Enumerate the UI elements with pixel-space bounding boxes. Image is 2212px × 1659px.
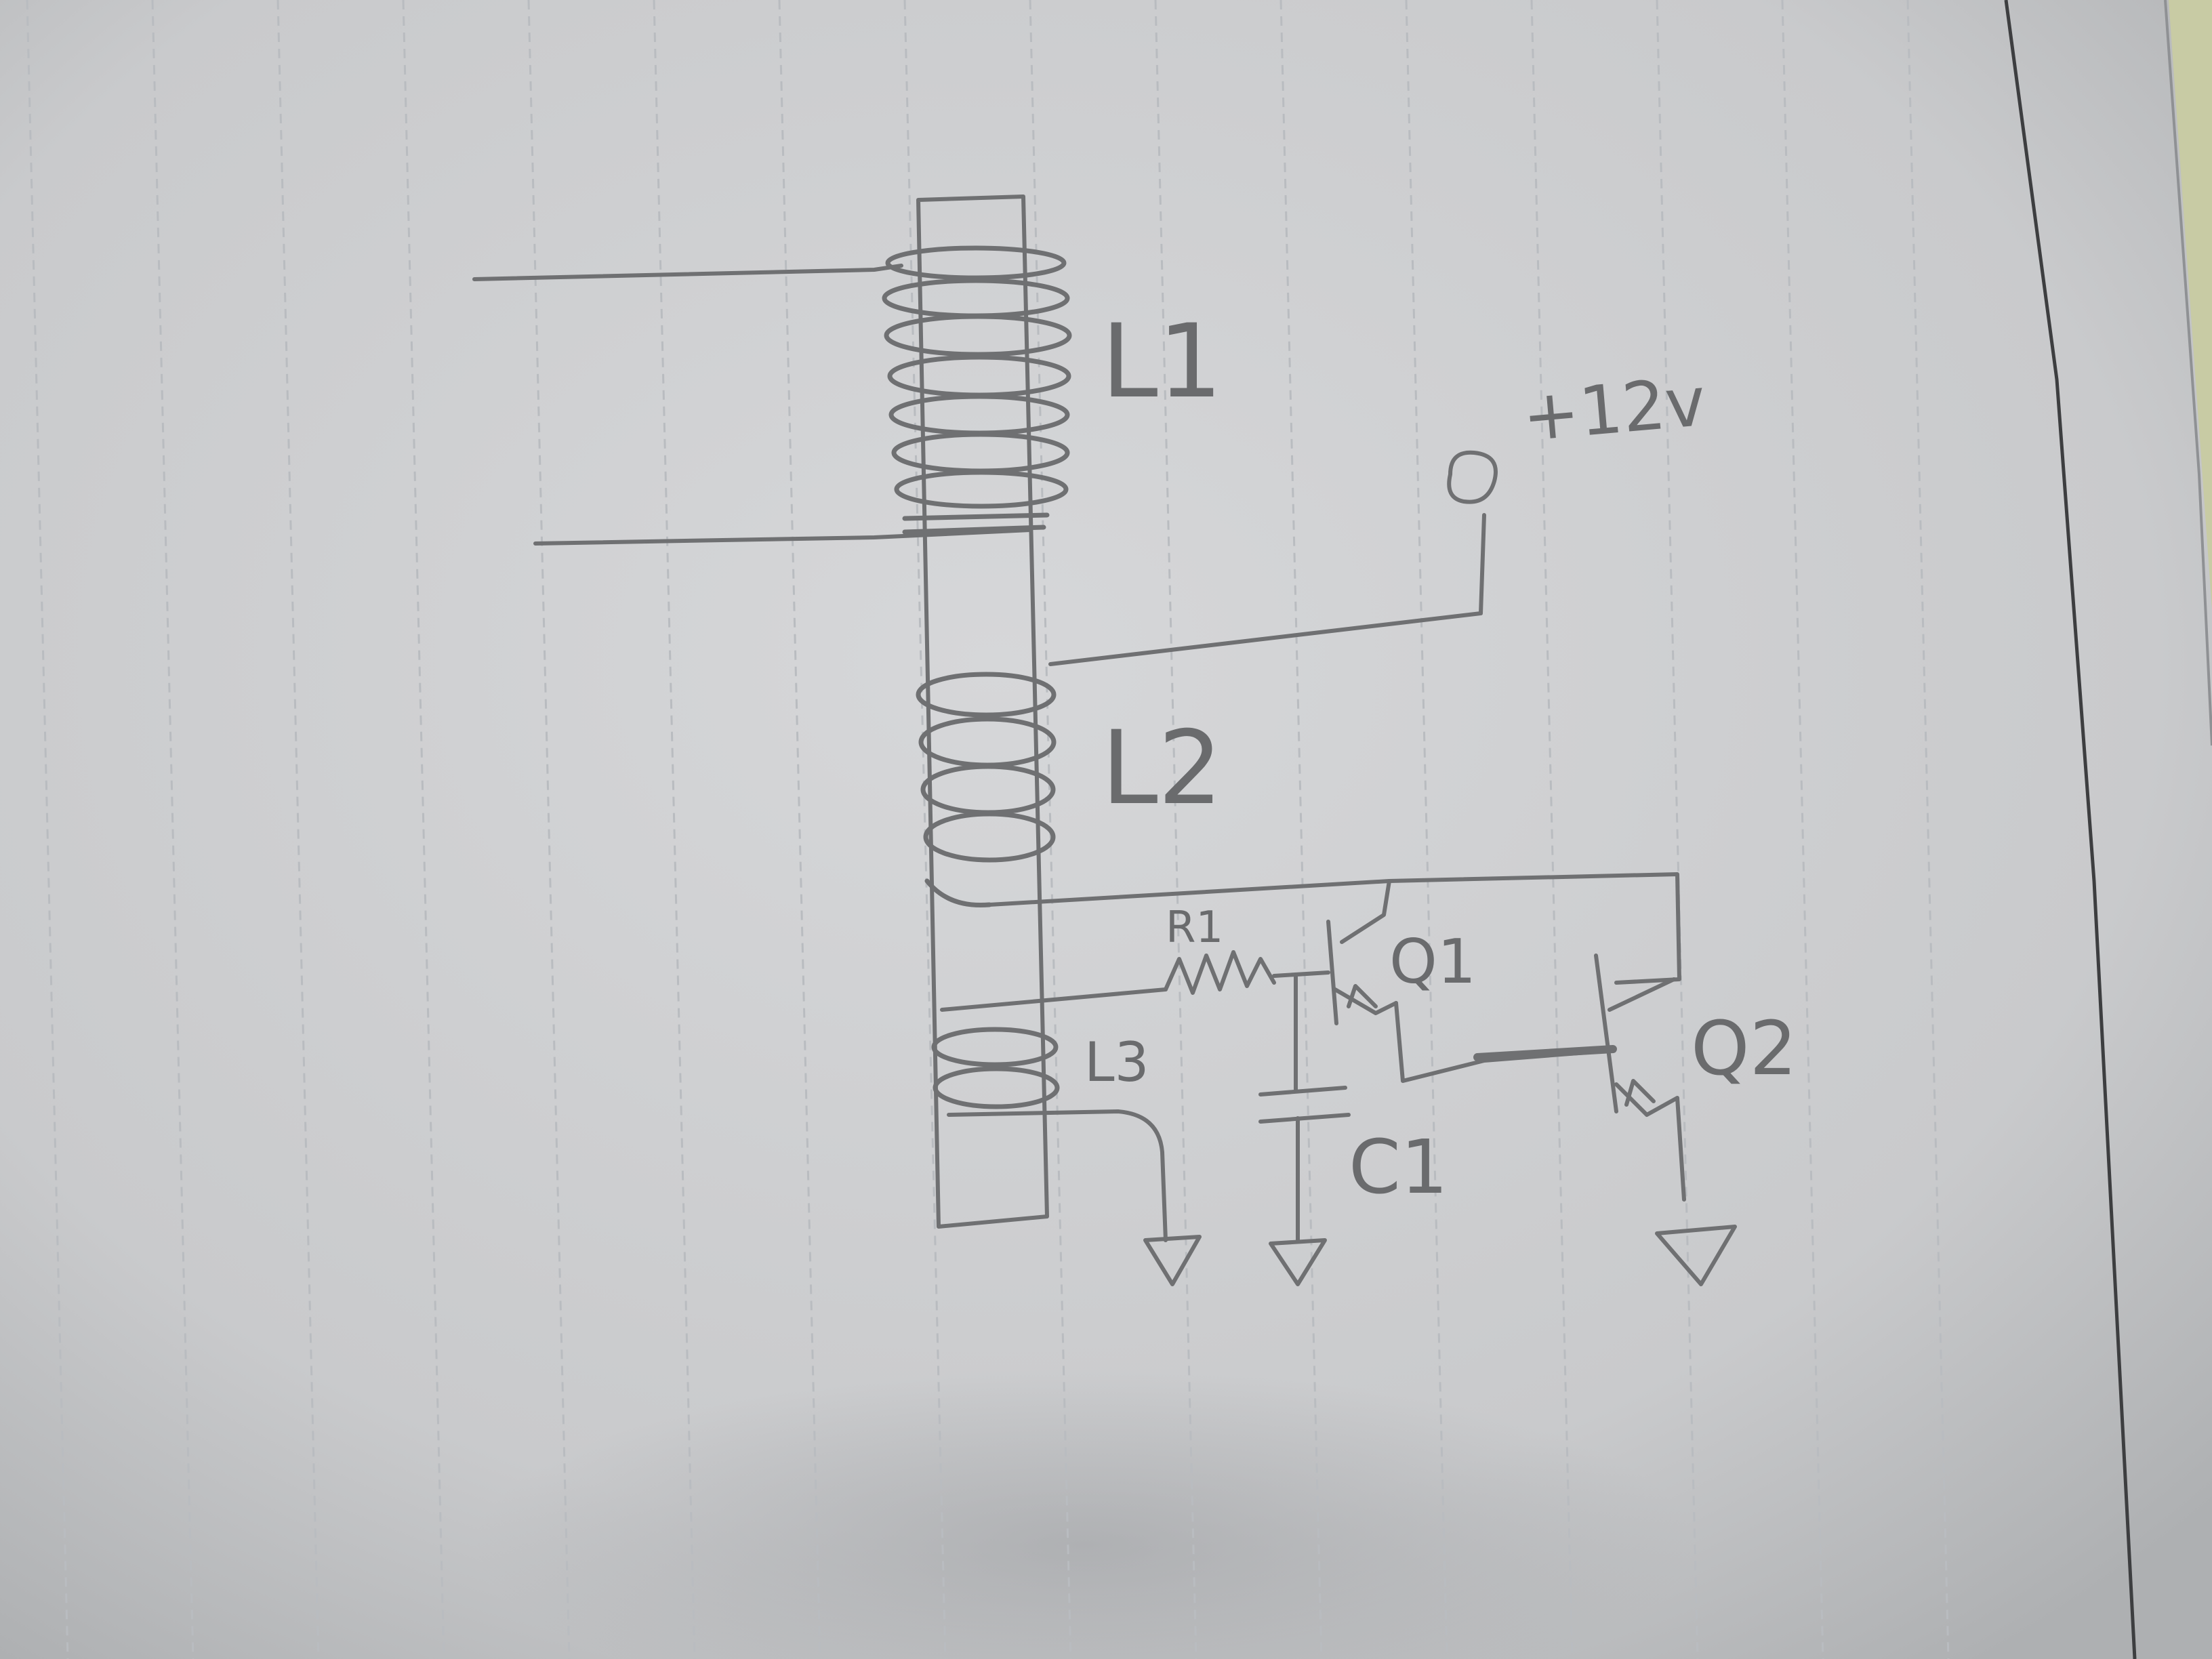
collector-bus xyxy=(987,872,1681,985)
ground-q2 xyxy=(1655,1225,1737,1286)
q1-collector-wire xyxy=(1340,879,1391,944)
rule-line xyxy=(1405,0,1448,1659)
wire-to-supply xyxy=(1048,513,1486,666)
rule-line xyxy=(1154,0,1197,1659)
rule-line xyxy=(26,0,69,1659)
label-q2: Q2 xyxy=(1691,1005,1797,1092)
label-l3: L3 xyxy=(1084,1031,1149,1094)
q1-base-bar xyxy=(1326,920,1338,1025)
rule-line xyxy=(1530,0,1574,1659)
rule-line xyxy=(903,0,947,1659)
rule-line xyxy=(276,0,320,1659)
r1-to-q1-base xyxy=(1272,970,1330,978)
q1-emitter xyxy=(1333,987,1398,1015)
label-supply: +12v xyxy=(1519,362,1708,457)
rule-line xyxy=(1906,0,1950,1659)
q1-emitter-arrow xyxy=(1347,984,1378,1008)
label-l1: L1 xyxy=(1101,303,1223,421)
l1-coil xyxy=(882,245,1072,535)
label-c1: C1 xyxy=(1349,1124,1448,1210)
resistor-r1 xyxy=(1164,950,1276,995)
rule-line xyxy=(1279,0,1323,1659)
l3-to-ground xyxy=(947,1109,1168,1242)
label-q1: Q1 xyxy=(1389,926,1476,998)
ruled-lines xyxy=(26,0,1950,1659)
q2-base-bar xyxy=(1594,954,1618,1113)
label-l2: L2 xyxy=(1101,710,1223,827)
l1-lead-bottom xyxy=(533,528,1032,546)
yellow-strip xyxy=(2169,0,2212,610)
l3-top-to-r1 xyxy=(940,987,1168,1012)
supply-terminal xyxy=(1447,450,1498,504)
q2-collector xyxy=(1607,977,1676,1012)
phone-shadow xyxy=(474,1369,1694,1659)
ground-c1 xyxy=(1269,1238,1327,1286)
margin-line xyxy=(2004,0,2137,1659)
rule-line xyxy=(778,0,821,1659)
page-edge xyxy=(2164,0,2212,746)
q2-emitter-arrow xyxy=(1624,1079,1656,1107)
l2-coil xyxy=(916,672,1057,908)
l3-coil xyxy=(931,1027,1060,1109)
rule-line xyxy=(151,0,194,1659)
capacitor-c1 xyxy=(1258,1086,1351,1124)
label-r1: R1 xyxy=(1166,903,1223,953)
rule-line xyxy=(1781,0,1824,1659)
rule-line xyxy=(402,0,445,1659)
darlington-link xyxy=(1473,1045,1617,1061)
q2-emitter xyxy=(1614,1082,1686,1202)
rule-line xyxy=(1656,0,1699,1659)
ground-l3 xyxy=(1143,1235,1202,1286)
